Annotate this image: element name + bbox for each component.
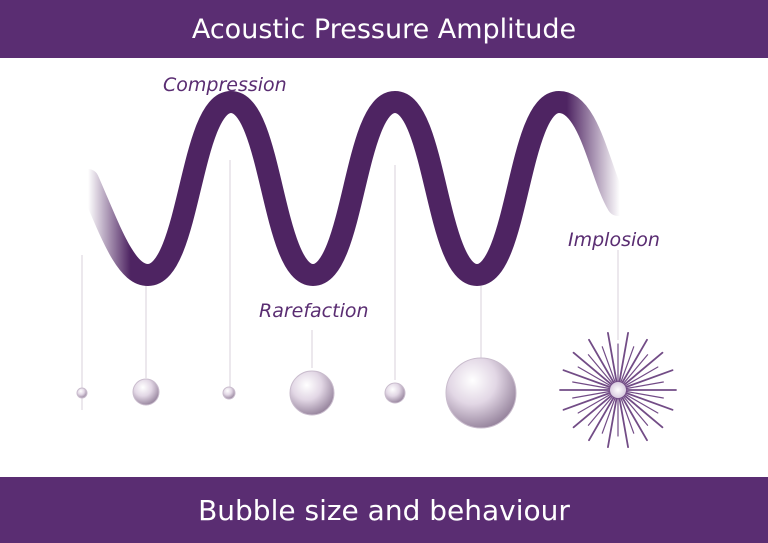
pressure-wave — [77, 90, 629, 287]
burst-ray — [625, 381, 664, 390]
burst-ray — [618, 331, 629, 384]
burst-ray — [622, 395, 649, 426]
burst-ray — [621, 338, 648, 384]
bubble-icon — [289, 370, 335, 416]
bubble-icon — [76, 387, 88, 399]
burst-ray — [572, 351, 613, 386]
burst-ray — [577, 393, 612, 414]
burst-ray — [620, 396, 635, 434]
burst-ray — [618, 396, 629, 449]
burst-ray — [562, 369, 612, 389]
burst-ray — [624, 369, 674, 389]
compression-label: Compression — [163, 74, 287, 96]
burst-ray — [572, 394, 613, 429]
burst-ray — [607, 331, 618, 384]
burst-ray — [588, 396, 615, 442]
bubble-icon — [222, 386, 236, 400]
burst-ray — [623, 394, 664, 429]
burst-ray — [587, 395, 614, 426]
burst-core — [610, 382, 626, 398]
burst-ray — [622, 354, 649, 385]
burst-ray — [577, 366, 612, 387]
diagram-area: Compression Rarefaction Implosion — [0, 58, 768, 477]
burst-ray — [562, 391, 612, 411]
bubble-icon — [132, 378, 160, 406]
diagram-caption: Bubble size and behaviour — [198, 493, 570, 527]
burst-ray — [623, 351, 664, 386]
burst-ray — [601, 346, 616, 384]
bubble-icon — [384, 382, 406, 404]
guide-lines — [81, 160, 619, 410]
wave-diagram — [76, 90, 677, 449]
burst-ray — [588, 338, 615, 384]
footer-band: Bubble size and behaviour — [0, 477, 768, 543]
bubbles — [76, 357, 517, 429]
burst-ray — [587, 354, 614, 385]
burst-ray — [624, 366, 659, 387]
implosion-burst-icon — [559, 331, 677, 449]
diagram-title: Acoustic Pressure Amplitude — [191, 13, 577, 45]
rarefaction-label: Rarefaction — [259, 300, 369, 322]
burst-ray — [572, 390, 611, 399]
burst-ray — [624, 393, 659, 414]
burst-ray — [620, 346, 635, 384]
burst-ray — [621, 396, 648, 442]
header-band: Acoustic Pressure Amplitude — [0, 0, 768, 58]
burst-ray — [607, 396, 618, 449]
bubble-icon — [445, 357, 517, 429]
burst-ray — [624, 391, 674, 411]
burst-ray — [625, 390, 664, 399]
burst-ray — [601, 396, 616, 434]
burst-ray — [572, 381, 611, 390]
implosion-label: Implosion — [568, 229, 660, 251]
